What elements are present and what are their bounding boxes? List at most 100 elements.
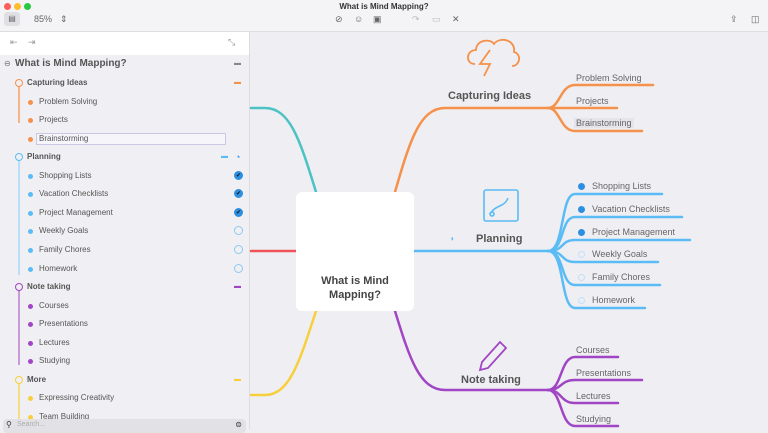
checkbox-checked[interactable]: ✔ xyxy=(234,171,243,180)
checkbox-unchecked[interactable] xyxy=(578,251,585,258)
checkbox-checked[interactable] xyxy=(578,206,585,213)
map-node-selected[interactable]: Brainstorming xyxy=(574,118,634,128)
list-item[interactable]: Lectures xyxy=(0,334,249,352)
outline-group-more[interactable]: More▬ xyxy=(0,371,249,389)
zoom-level[interactable]: 85% xyxy=(34,14,53,24)
group-label: Capturing Ideas xyxy=(27,78,88,87)
checkbox-checked[interactable]: ✔ xyxy=(234,208,243,217)
map-node[interactable]: Vacation Checklists xyxy=(592,204,670,214)
item-label: Brainstorming xyxy=(39,134,89,143)
branch-capturing-ideas xyxy=(393,106,550,194)
list-item[interactable]: Team Building xyxy=(0,408,249,426)
central-topic[interactable]: What is Mind Mapping? xyxy=(296,192,414,311)
list-item[interactable]: Family Chores xyxy=(0,241,249,259)
central-topic-label: What is Mind Mapping? xyxy=(321,275,389,301)
list-item[interactable]: Courses xyxy=(0,297,249,315)
list-item[interactable]: Presentations xyxy=(0,315,249,333)
branch-label-planning[interactable]: Planning xyxy=(476,233,523,245)
emoji-icon[interactable]: ☺ xyxy=(354,14,364,24)
zoom-stepper-icon[interactable]: ⇕ xyxy=(60,14,68,24)
map-node[interactable]: Homework xyxy=(592,295,636,305)
strategy-board-icon xyxy=(483,189,519,222)
group-label: Note taking xyxy=(27,282,71,291)
item-label: Presentations xyxy=(39,319,88,328)
item-label: Family Chores xyxy=(39,245,91,254)
map-node[interactable]: Presentations xyxy=(576,368,632,378)
task-icon[interactable]: ⊘ xyxy=(335,14,343,24)
map-node[interactable]: Shopping Lists xyxy=(592,181,652,191)
list-item-editing[interactable]: Brainstorming xyxy=(0,130,249,148)
map-node[interactable]: Lectures xyxy=(576,391,611,401)
image-icon: ▬ xyxy=(234,376,241,383)
group-label: Planning xyxy=(27,152,61,161)
list-item[interactable]: Homework xyxy=(0,260,249,278)
map-node[interactable]: Project Management xyxy=(592,227,676,237)
list-item[interactable]: Studying xyxy=(0,352,249,370)
planning-line xyxy=(18,157,20,275)
outdent-icon[interactable]: ⇤ xyxy=(10,37,18,47)
image-icon: ▬ xyxy=(234,283,241,290)
title-bar: What is Mind Mapping? ▤ 85% ⇕ ⊘ ☺ ▣ ↷ ▭ … xyxy=(0,0,768,32)
expand-icon[interactable]: ⤡ xyxy=(228,37,236,47)
checkbox-unchecked[interactable] xyxy=(234,226,243,235)
map-node[interactable]: Family Chores xyxy=(592,272,651,282)
item-label: Vacation Checklists xyxy=(39,189,109,198)
list-item[interactable]: Expressing Creativity xyxy=(0,389,249,407)
list-item[interactable]: Projects xyxy=(0,111,249,129)
indent-icon[interactable]: ⇥ xyxy=(28,37,36,47)
branch-yellow xyxy=(249,309,318,397)
branch-teal xyxy=(249,106,318,194)
item-label: Problem Solving xyxy=(39,97,98,106)
map-node[interactable]: Projects xyxy=(576,96,609,106)
item-label: Shopping Lists xyxy=(39,171,92,180)
branch-label-capturing-ideas[interactable]: Capturing Ideas xyxy=(448,90,532,102)
relationship-icon[interactable]: ↷ xyxy=(412,14,420,24)
item-label: Homework xyxy=(39,264,78,273)
zoom-window-button[interactable] xyxy=(24,3,31,10)
checkbox-checked[interactable] xyxy=(578,229,585,236)
checkbox-checked[interactable]: ✔ xyxy=(234,189,243,198)
focus-icon[interactable]: ✕ xyxy=(452,14,460,24)
checkbox-checked[interactable] xyxy=(578,183,585,190)
item-label: Weekly Goals xyxy=(39,226,89,235)
minimize-window-button[interactable] xyxy=(14,3,21,10)
outline-root[interactable]: ⊖ What is Mind Mapping? ▬ xyxy=(0,55,249,73)
list-item[interactable]: Project Management ✔ xyxy=(0,204,249,222)
item-label: Team Building xyxy=(39,412,90,421)
branch-note-taking xyxy=(393,309,550,392)
inspector-toggle-icon[interactable]: ◫ xyxy=(751,14,760,24)
list-item[interactable]: Weekly Goals xyxy=(0,222,249,240)
branch-label-note-taking[interactable]: Note taking xyxy=(461,374,521,386)
item-label: Expressing Creativity xyxy=(39,393,115,402)
map-node[interactable]: Courses xyxy=(576,345,610,355)
outline-group-note-taking[interactable]: Note taking ▬ xyxy=(0,278,249,296)
share-icon[interactable]: ⇪ xyxy=(730,14,738,24)
collapse-icon[interactable]: ⊖ xyxy=(4,59,11,68)
outline-group-planning[interactable]: Planning▬◔ xyxy=(0,148,249,166)
map-node[interactable]: Studying xyxy=(576,414,612,424)
item-label: Project Management xyxy=(39,208,113,217)
checkbox-unchecked[interactable] xyxy=(578,297,585,304)
list-item[interactable]: Shopping Lists ✔ xyxy=(0,167,249,185)
sidebar-toggle-icon[interactable]: ▤ xyxy=(4,12,20,26)
image-icon[interactable]: ▣ xyxy=(373,14,382,24)
child-line xyxy=(546,249,647,310)
map-node[interactable]: Problem Solving xyxy=(576,73,642,83)
checkbox-unchecked[interactable] xyxy=(234,264,243,273)
outline-sidebar: ⇤ ⇥ ⤡ ⊖ What is Mind Mapping? ▬ Capturin… xyxy=(0,32,250,429)
map-node[interactable]: Weekly Goals xyxy=(592,249,648,259)
more-line xyxy=(18,380,20,429)
image-icon: ▬ xyxy=(221,153,228,160)
pencil-icon xyxy=(478,340,508,372)
edit-field[interactable] xyxy=(36,133,226,145)
checkbox-unchecked[interactable] xyxy=(578,274,585,281)
root-label: What is Mind Mapping? xyxy=(15,58,127,69)
outline-group-capturing-ideas[interactable]: Capturing Ideas▬ xyxy=(0,74,249,92)
list-item[interactable]: Vacation Checklists ✔ xyxy=(0,185,249,203)
note-icon[interactable]: ▭ xyxy=(432,14,441,24)
checkbox-unchecked[interactable] xyxy=(234,245,243,254)
close-window-button[interactable] xyxy=(4,3,11,10)
image-icon: ▬ xyxy=(234,60,241,67)
list-item[interactable]: Problem Solving xyxy=(0,93,249,111)
filter-icon[interactable]: ⊜ xyxy=(235,420,242,429)
